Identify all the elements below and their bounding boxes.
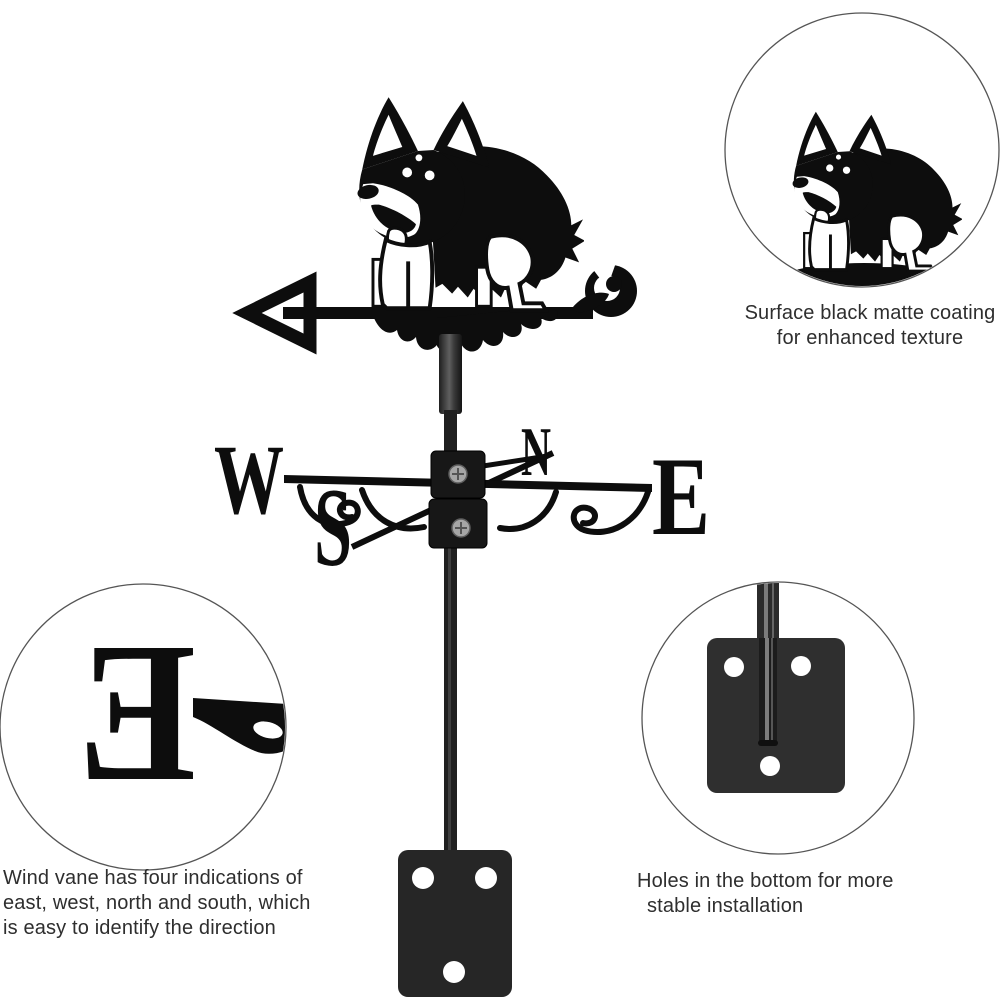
caption-surface: Surface black matte coating for enhanced…	[710, 301, 1000, 351]
compass-letter-north: N	[521, 414, 551, 491]
caption-line: stable installation	[647, 895, 804, 917]
mounting-hole	[443, 961, 465, 983]
caption-mounting: Holes in the bottom for more stable inst…	[637, 869, 947, 919]
mounting-hole	[724, 657, 744, 677]
zoomed-direction-letter: E	[78, 602, 196, 823]
corgi-silhouette	[354, 95, 584, 313]
mounting-hole	[791, 656, 811, 676]
mounting-hole	[412, 867, 434, 889]
pivot-hub	[428, 450, 488, 549]
mounting-hole	[760, 756, 780, 776]
mounting-plate	[398, 850, 512, 997]
caption-line: is easy to identify the direction	[3, 917, 276, 939]
compass-rose: W E N S	[214, 414, 710, 590]
caption-line: Holes in the bottom for more	[637, 870, 894, 892]
letter-rod	[193, 698, 285, 754]
arrow-head	[232, 271, 317, 355]
compass-letter-south: S	[314, 466, 352, 590]
compass-letter-east: E	[652, 435, 710, 559]
caption-line: Surface black matte coating	[744, 302, 996, 324]
mounting-hole	[475, 867, 497, 889]
caption-line: for enhanced texture	[776, 327, 964, 349]
callout-surface-circle	[724, 12, 1000, 288]
ornamental-flourish	[374, 307, 558, 354]
pole-sleeve	[439, 334, 462, 414]
arrow-scroll-tail	[573, 257, 637, 317]
screw-icon	[448, 464, 468, 484]
pole	[439, 334, 462, 853]
callout-mounting-circle	[641, 581, 915, 855]
ground-bar	[767, 263, 961, 286]
caption-line: east, west, north and south, which	[3, 892, 311, 914]
screw-icon	[451, 518, 471, 538]
caption-directions: Wind vane has four indications of east, …	[3, 866, 348, 941]
compass-letter-west: W	[214, 424, 284, 535]
caption-line: Wind vane has four indications of	[3, 867, 303, 889]
callout-directions-circle: E	[0, 583, 287, 871]
